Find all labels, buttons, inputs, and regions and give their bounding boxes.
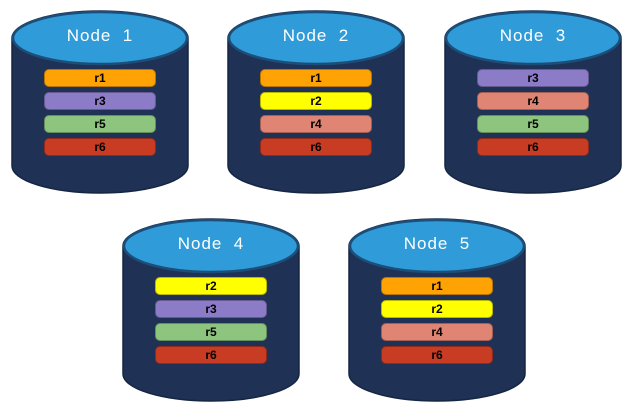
node-title: Node 2 [282,26,350,45]
replica-bar: r2 [381,300,493,318]
replica-list: r1 r3 r5 r6 [44,69,156,156]
replica-list: r1 r2 r4 r6 [381,277,493,364]
replica-list: r2 r3 r5 r6 [155,277,267,364]
replica-bar: r1 [381,277,493,295]
replica-bar: r5 [44,115,156,133]
replica-bar: r3 [155,300,267,318]
node-4-cylinder: Node 4 r2 r3 r5 r6 [122,218,300,402]
replica-bar: r4 [477,92,589,110]
node-3-cylinder: Node 3 r3 r4 r5 r6 [444,10,622,194]
replica-bar: r4 [260,115,372,133]
node-title: Node 1 [66,26,134,45]
node-title: Node 5 [403,234,471,253]
replica-bar: r6 [155,346,267,364]
replica-bar: r5 [155,323,267,341]
replica-list: r3 r4 r5 r6 [477,69,589,156]
replica-bar: r1 [44,69,156,87]
node-2-cylinder: Node 2 r1 r2 r4 r6 [227,10,405,194]
replica-list: r1 r2 r4 r6 [260,69,372,156]
replica-bar: r6 [477,138,589,156]
replica-bar: r1 [260,69,372,87]
replica-bar: r2 [155,277,267,295]
replica-bar: r6 [381,346,493,364]
replica-bar: r3 [44,92,156,110]
replica-bar: r6 [44,138,156,156]
replica-bar: r6 [260,138,372,156]
replica-bar: r2 [260,92,372,110]
replica-bar: r5 [477,115,589,133]
node-1-cylinder: Node 1 r1 r3 r5 r6 [11,10,189,194]
node-title: Node 3 [499,26,567,45]
replica-bar: r4 [381,323,493,341]
node-title: Node 4 [177,234,245,253]
replica-bar: r3 [477,69,589,87]
node-5-cylinder: Node 5 r1 r2 r4 r6 [348,218,526,402]
